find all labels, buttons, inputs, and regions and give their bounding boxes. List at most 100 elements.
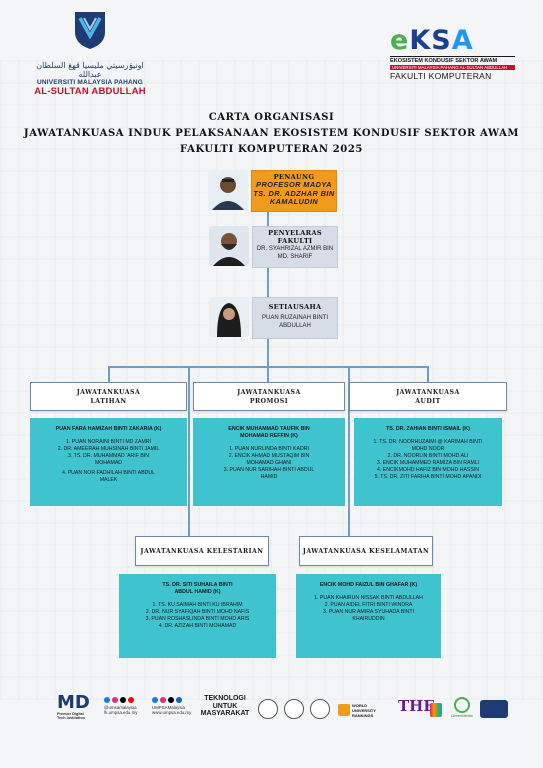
kelestarian-members-box: TS. DR. SITI SUHAILA BINTI ABDUL HAMID (…: [119, 574, 276, 658]
greenmetric-label: GreenMetric: [450, 713, 473, 718]
latihan-member: MOHAMAD: [94, 460, 123, 466]
page-title-line1: CARTA ORGANISASI: [208, 112, 335, 123]
greenmetric-logo: GreenMetric: [447, 697, 477, 721]
penaung-box: PENAUNG PROFESOR MADYA TS. DR. ADZHAR BI…: [251, 170, 337, 212]
setiausaha-role: SETIAUSAHA: [268, 303, 322, 311]
latihan-member: MALEK: [99, 477, 118, 483]
kelestarian-member: 2. DR. NUR SYAFIQAH BINTI MOHD NAFIS: [145, 609, 250, 615]
connector-stem: [267, 339, 269, 366]
website-link[interactable]: www.umpsa.edu.my: [152, 710, 192, 715]
connector-spine: [267, 212, 269, 342]
umpsa-shield-icon: [75, 12, 105, 49]
ranking-label-line1: WORLD: [352, 702, 368, 708]
md-subtitle-line1: Premier Digital: [57, 712, 84, 716]
penyelaras-role-line1: PENYELARAS: [268, 229, 322, 237]
promosi-member: 2. ENCIK AHMAD MUSTAQIM BIN: [228, 453, 310, 459]
kelestarian-member: 1. TS. KU SAIMAH BINTI KU IBRAHIM: [152, 602, 243, 608]
eksa-faculty-line: FAKULTI KOMPUTERAN: [390, 71, 492, 81]
social-handle[interactable]: @umsamalaysia: [104, 705, 137, 710]
youtube-icon[interactable]: [128, 697, 134, 703]
keselamatan-member: 2. PUAN AIDEL FITRI BINTI WINDRA: [324, 602, 413, 608]
audit-member: 5. TS. DR. ZITI FARIHA BINTI MOHD APANDI: [374, 474, 482, 480]
latihan-header-line2: LATIHAN: [90, 398, 127, 405]
kelestarian-member: 3. PUAN ROSHASLINDA BINTI MOHD ARIS: [145, 616, 250, 622]
promosi-members-box: ENCIK MUHAMMAD TAUFIK BIN MOHAMAD REFFIN…: [193, 418, 345, 506]
audit-member: 1. TS. DR. NOORHUZAIMI @ KARIMAH BINTI: [373, 439, 483, 445]
audit-header-line2: AUDIT: [415, 398, 441, 405]
latihan-members-box: PUAN FARA HAMIZAH BINTI ZAKARIA (K) 1. P…: [30, 418, 187, 506]
greenmetric-icon: [454, 697, 470, 713]
penaung-name-line2: TS. DR. ADZHAR BIN: [253, 188, 335, 198]
audit-header-line1: JAWATANKUASA: [396, 389, 460, 396]
latihan-member: 2. DR. AMEERAH MUHSINAH BINTI JAMIL: [57, 446, 160, 452]
linkedin-icon[interactable]: [176, 697, 182, 703]
promosi-header: JAWATANKUASA PROMOSI: [193, 382, 345, 411]
partner-logo-icon: [480, 700, 508, 718]
kelestarian-member: 4. DR. AZIZAH BINTI MOHAMAD: [158, 623, 237, 629]
promosi-header-line1: JAWATANKUASA: [237, 389, 301, 396]
keselamatan-members-box: ENCIK MOHD FAIZUL BIN GHAFAR (K) 1. PUAN…: [296, 574, 441, 658]
promosi-member: 1. PUAN NURLINDA BINTI KADRI: [229, 446, 309, 452]
penyelaras-role-line2: FAKULTI: [277, 237, 313, 245]
setiausaha-name-line2: ABDULLAH: [279, 323, 311, 329]
tiktok-icon[interactable]: [120, 697, 126, 703]
x-icon[interactable]: [168, 697, 174, 703]
rainbow-logo-icon: [430, 703, 442, 717]
audit-chair: TS. DR. ZAHIAN BINTI ISMAIL (K): [386, 426, 470, 432]
social-block: @umsamalaysia fk.umpsa.edu.my: [104, 697, 148, 723]
md-subtitle-line2: Tech Institution: [57, 716, 85, 720]
promosi-chair-line2: MOHAMAD REFFIN (K): [240, 433, 298, 439]
connector-latihan: [108, 366, 110, 383]
promosi-member: 3. PUAN NUR SARIHAH BINTI ABDUL: [223, 467, 315, 473]
promosi-chair-line1: ENCIK MUHAMMAD TAUFIK BIN: [228, 426, 310, 432]
setiausaha-name-line1: PUAN RUZAINAH BINTI: [261, 315, 328, 321]
latihan-header: JAWATANKUASA LATIHAN: [30, 382, 187, 411]
facebook-icon[interactable]: [152, 697, 158, 703]
penyelaras-box: PENYELARAS FAKULTI DR. SYAHRIZAL AZMIR B…: [252, 226, 338, 268]
audit-member: MOHD NOOR: [411, 446, 445, 452]
tagline-line3: MASYARAKAT: [200, 710, 250, 717]
instagram-icon[interactable]: [112, 697, 118, 703]
social-icons-2: [152, 697, 196, 703]
social-handle-2[interactable]: UMPSAMalaysia: [152, 705, 185, 710]
connector-audit: [427, 366, 429, 383]
instagram-icon[interactable]: [160, 697, 166, 703]
kelestarian-header: JAWATANKUASA KELESTARIAN: [135, 536, 269, 566]
keselamatan-chair: ENCIK MOHD FAIZUL BIN GHAFAR (K): [319, 582, 418, 588]
ranking-icon: [338, 704, 350, 716]
facebook-icon[interactable]: [104, 697, 110, 703]
tagline-line2: UNTUK: [212, 702, 238, 710]
page-title-line3: FAKULTI KOMPUTERAN 2025: [180, 144, 363, 155]
keselamatan-member: 1. PUAN KHAIRUN NISSAK BINTI ABDULLAH: [314, 595, 423, 601]
connector-kelestarian: [188, 366, 190, 536]
penaung-photo: [208, 170, 248, 210]
latihan-member: 3. TS. DR. MUHAMMAD 'ARIF BIN: [67, 453, 150, 459]
promosi-member: HAMID: [260, 474, 278, 480]
tagline-line1: TEKNOLOGI: [204, 695, 246, 702]
audit-member: 2. DR. NOORLIN BINTI MOHD ALI: [387, 453, 469, 459]
latihan-member: 1. PUAN NORAINI BINTI MD ZAMRI: [65, 439, 152, 445]
certification-badge-icon: [258, 699, 278, 719]
social-icons: [104, 697, 148, 703]
penaung-name-line3: KAMALUDIN: [269, 197, 319, 206]
social-site[interactable]: fk.umpsa.edu.my: [104, 710, 138, 715]
audit-member: 4. ENCIKMOHD HAFIZ BIN MOHD HASSIN: [376, 467, 480, 473]
connector-keselamatan: [348, 366, 350, 536]
umpsa-name-line1: UNIVERSITI MALAYSIA PAHANG: [36, 79, 144, 86]
audit-header: JAWATANKUASA AUDIT: [349, 382, 507, 411]
latihan-chair: PUAN FARA HAMIZAH BINTI ZAKARIA (K): [55, 426, 162, 432]
latihan-member: 4. PUAN NOR FADHILAH BINTI ABDUL: [61, 470, 156, 476]
md-logo: MD Premier Digital Tech Institution: [57, 694, 97, 722]
penyelaras-name-line1: DR. SYAHRIZAL AZMIR BIN: [256, 246, 334, 252]
eksa-university-line: UNIVERSITI MALAYSIA PAHANG AL-SULTAN ABD…: [390, 65, 515, 70]
connector-promosi: [267, 366, 269, 383]
promosi-header-line2: PROMOSI: [249, 398, 289, 405]
keselamatan-member: KHAIRUDDIN: [352, 616, 385, 622]
keselamatan-header: JAWATANKUASA KESELAMATAN: [299, 536, 433, 566]
wur-ranking-logo: WORLD UNIVERSITY RANKINGS: [338, 700, 394, 720]
ranking-label-line2: UNIVERSITY: [352, 707, 377, 713]
md-wordmark: MD: [57, 692, 90, 713]
eksa-wordmark: eKSA: [390, 25, 474, 56]
penyelaras-name-line2: MD. SHARIF: [277, 254, 313, 260]
umpsa-jawi-name: اونيۏرسيتي مليسيا ڤهڠ السلطان عبدالله: [36, 61, 144, 79]
